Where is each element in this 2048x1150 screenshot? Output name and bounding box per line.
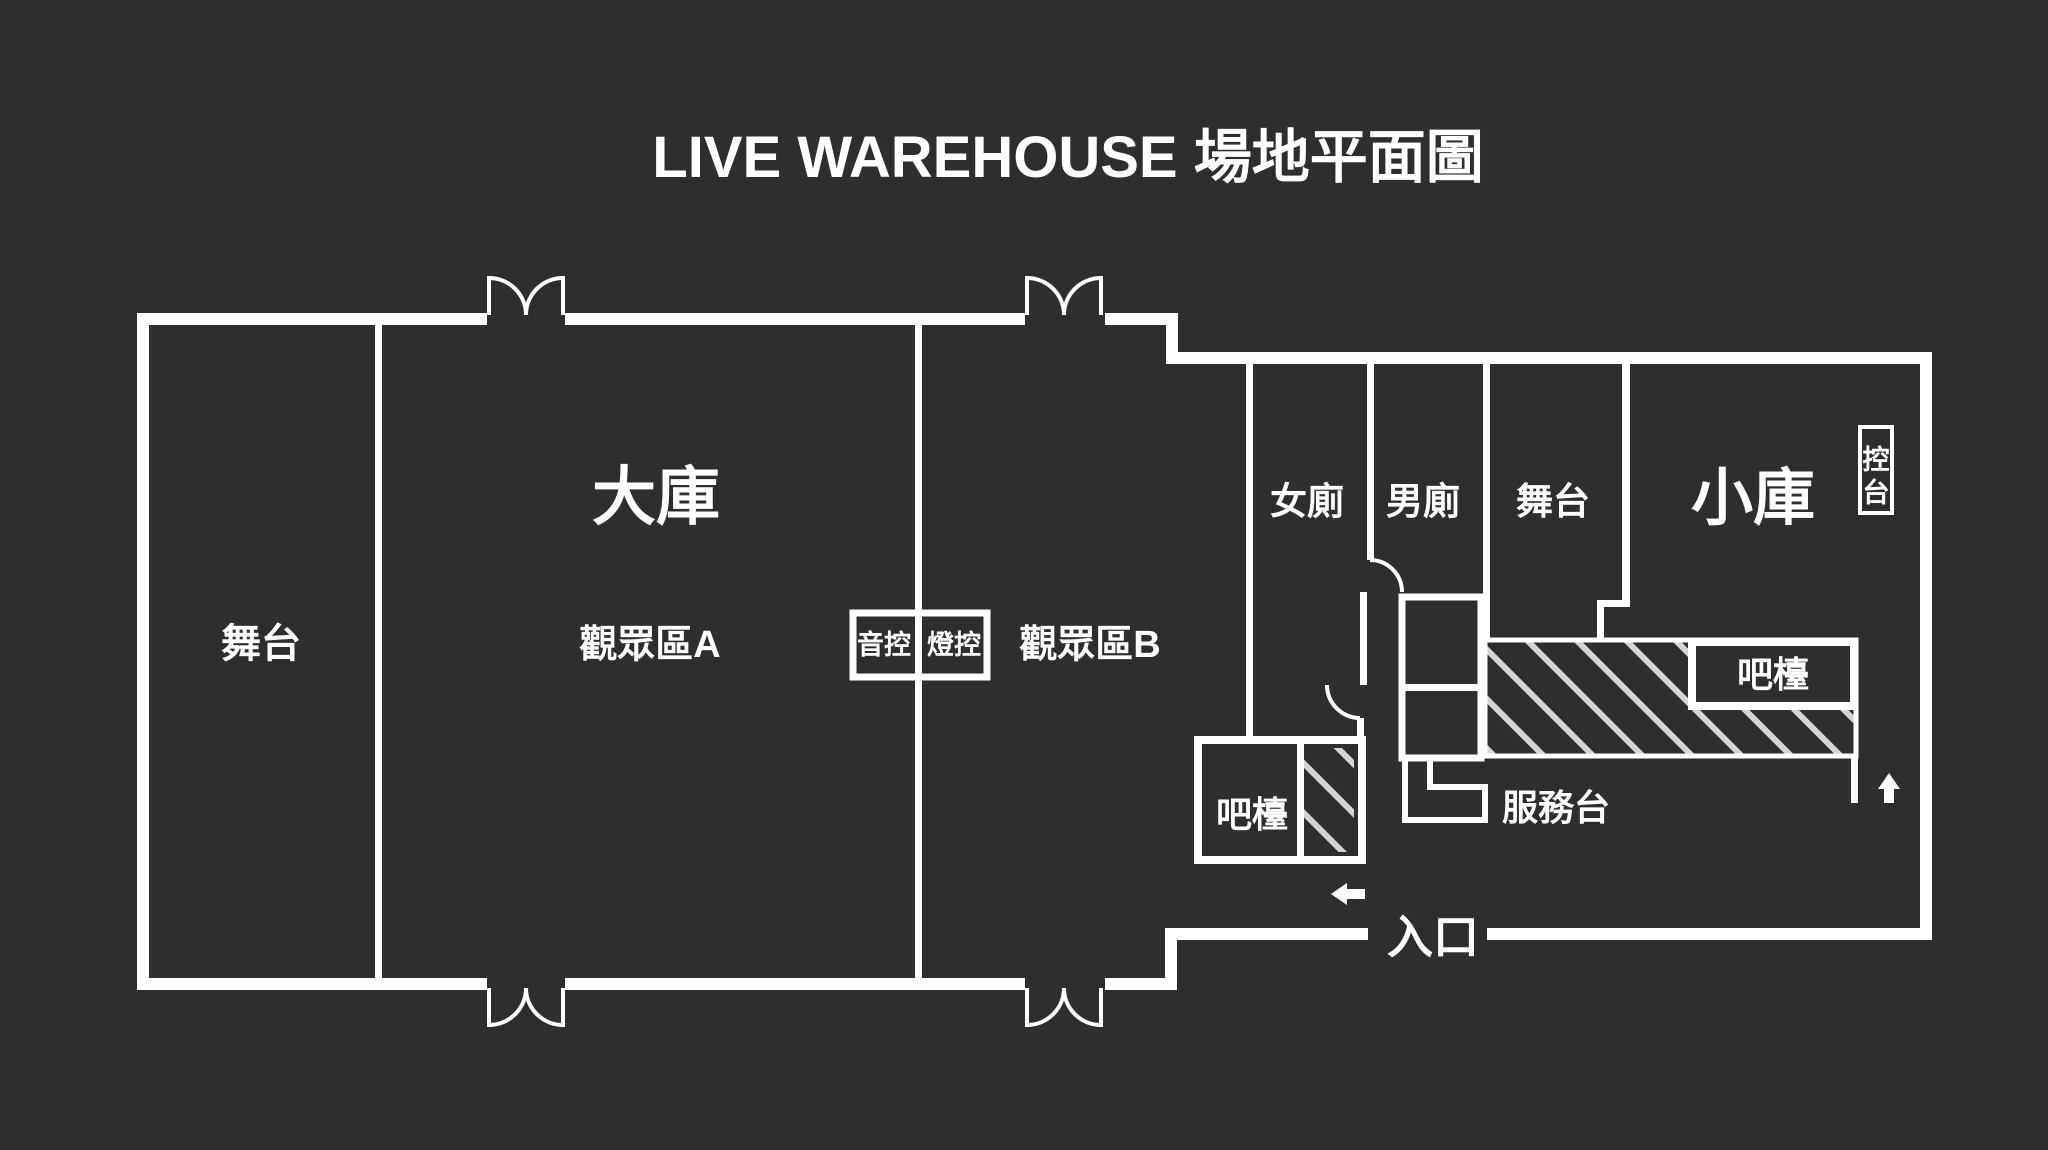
bar-left-label: 吧檯 [1216, 794, 1288, 835]
audience-a-label: 觀眾區A [579, 624, 720, 666]
big-room-stage-label: 舞台 [221, 622, 301, 666]
entrance-left-arrow-icon [1331, 883, 1365, 905]
room-partition-walls [1246, 364, 1630, 752]
womens-toilet-door-arc [1325, 684, 1361, 720]
service-desk-label: 服務台 [1502, 787, 1610, 828]
entrance-up-arrow-icon [1878, 773, 1900, 803]
control-booth-box: 控 台 [1858, 425, 1894, 515]
service-desk-structure [1398, 593, 1488, 823]
bottom-door-left [487, 987, 565, 1028]
mens-toilet-door-arc [1369, 558, 1404, 593]
toilet-divider-wall [1367, 364, 1374, 560]
bar-counter-left [1194, 736, 1366, 864]
bar-counter-right [1482, 637, 1859, 803]
bar-right-label: 吧檯 [1737, 654, 1809, 695]
womens-toilet-label: 女廁 [1270, 480, 1344, 522]
top-door-right [1025, 275, 1103, 316]
entrance-label: 入口 [1387, 911, 1479, 963]
stage-divider-wall [375, 325, 382, 978]
audience-b-label: 觀眾區B [1019, 624, 1160, 666]
big-room-walls [137, 313, 1178, 990]
control-desk-box: 音控 燈控 [849, 609, 991, 681]
mens-toilet-label: 男廁 [1386, 480, 1460, 522]
bar-right-box [1688, 638, 1858, 710]
audience-divider-wall [915, 325, 922, 978]
womens-toilet-left-wall [1246, 364, 1253, 752]
light-control-label: 燈控 [927, 630, 981, 660]
sound-control-label: 音控 [857, 629, 911, 660]
page-title: LIVE WAREHOUSE 場地平面圖 [652, 125, 1483, 190]
mens-toilet-right-wall [1483, 364, 1490, 642]
bottom-door-right [1025, 987, 1103, 1028]
top-door-left [487, 275, 565, 316]
small-stage-label: 舞台 [1516, 481, 1590, 522]
small-warehouse-label: 小庫 [1691, 464, 1815, 533]
big-room-name-label: 大庫 [592, 461, 720, 533]
control-booth-label-char2: 台 [1863, 477, 1890, 508]
control-booth-label-char1: 控 [1863, 445, 1890, 475]
small-stage-right-wall [1622, 364, 1630, 604]
right-wing-walls [1165, 352, 1932, 990]
